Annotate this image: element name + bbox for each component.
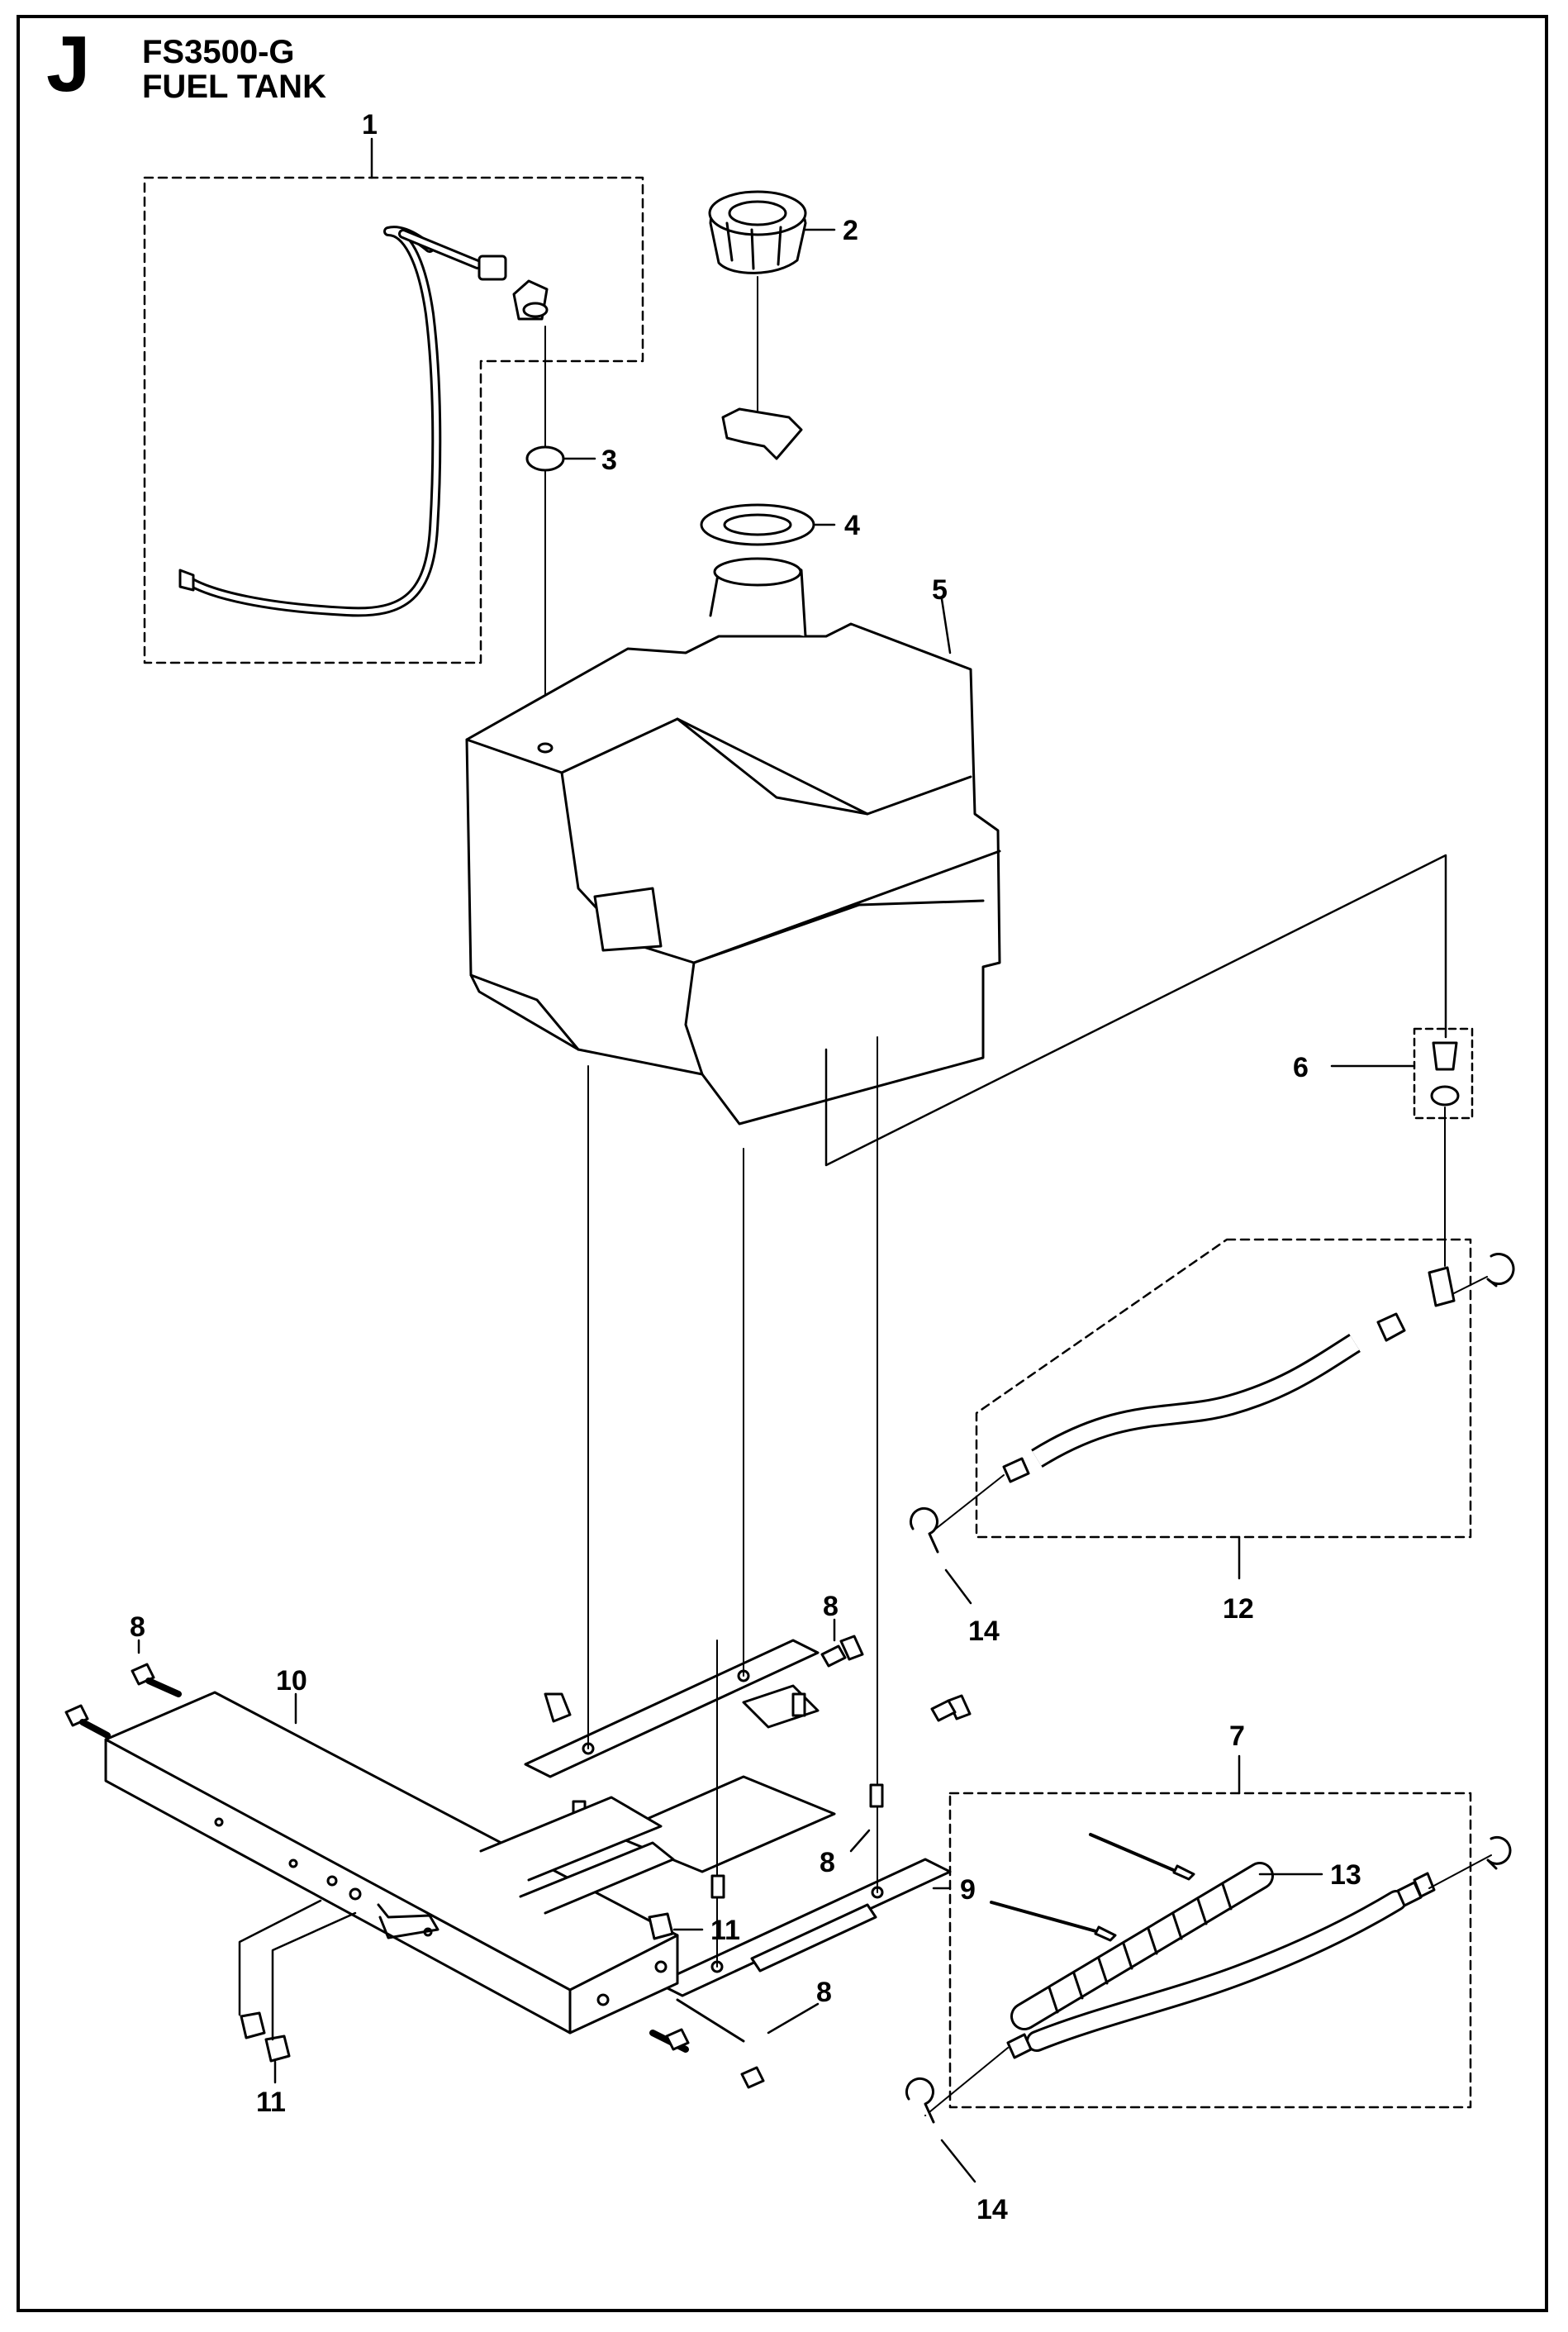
fuel-hose-with-protector xyxy=(924,1833,1512,2116)
group-box-7 xyxy=(948,1792,1472,2109)
return-hose xyxy=(924,1253,1515,1538)
mounting-frame-bar xyxy=(104,1691,679,2035)
callout-14b: 14 xyxy=(976,2194,1008,2225)
callout-10: 10 xyxy=(276,1665,307,1697)
hose-clamp-14a xyxy=(909,1506,939,1554)
callout-2: 2 xyxy=(843,215,858,246)
cable-clips xyxy=(238,1692,704,2084)
group-box-1 xyxy=(143,176,644,664)
hose-clamp-14b xyxy=(905,2077,935,2124)
mounting-plates xyxy=(524,1639,952,1997)
callout-5: 5 xyxy=(932,574,948,606)
bolts-frame xyxy=(64,1639,820,2089)
callout-9: 9 xyxy=(960,1874,976,1906)
callout-labels: 1 2 3 4 5 6 7 8 8 8 8 9 10 11 11 12 13 1… xyxy=(130,109,1361,2225)
callout-11b: 11 xyxy=(256,2087,286,2118)
fuel-pickup-hose xyxy=(178,226,549,617)
callout-7: 7 xyxy=(1229,1720,1245,1752)
bolts-plate xyxy=(572,1618,972,1899)
model-title: FS3500-G xyxy=(142,34,295,70)
callout-4: 4 xyxy=(844,510,860,541)
fuel-tank xyxy=(465,557,1001,1126)
grommet xyxy=(525,445,565,472)
page-frame xyxy=(17,15,1548,2312)
callout-8a: 8 xyxy=(823,1591,839,1622)
callout-8b: 8 xyxy=(130,1611,145,1643)
fuel-cap xyxy=(708,190,807,274)
callout-8d: 8 xyxy=(816,1977,832,2008)
callout-13: 13 xyxy=(1330,1859,1361,1891)
callout-11a: 11 xyxy=(710,1915,740,1946)
section-title: FUEL TANK xyxy=(142,69,326,105)
callout-6: 6 xyxy=(1293,1052,1309,1083)
cap-retainer xyxy=(721,407,803,460)
callout-1: 1 xyxy=(362,109,378,140)
callout-3: 3 xyxy=(601,445,617,476)
group-box-6 xyxy=(1413,1027,1474,1120)
sheet-letter: J xyxy=(46,20,91,108)
callout-8c: 8 xyxy=(820,1847,835,1878)
callout-14a: 14 xyxy=(968,1616,1000,1647)
group-box-12 xyxy=(975,1238,1472,1539)
callout-12: 12 xyxy=(1223,1593,1254,1625)
